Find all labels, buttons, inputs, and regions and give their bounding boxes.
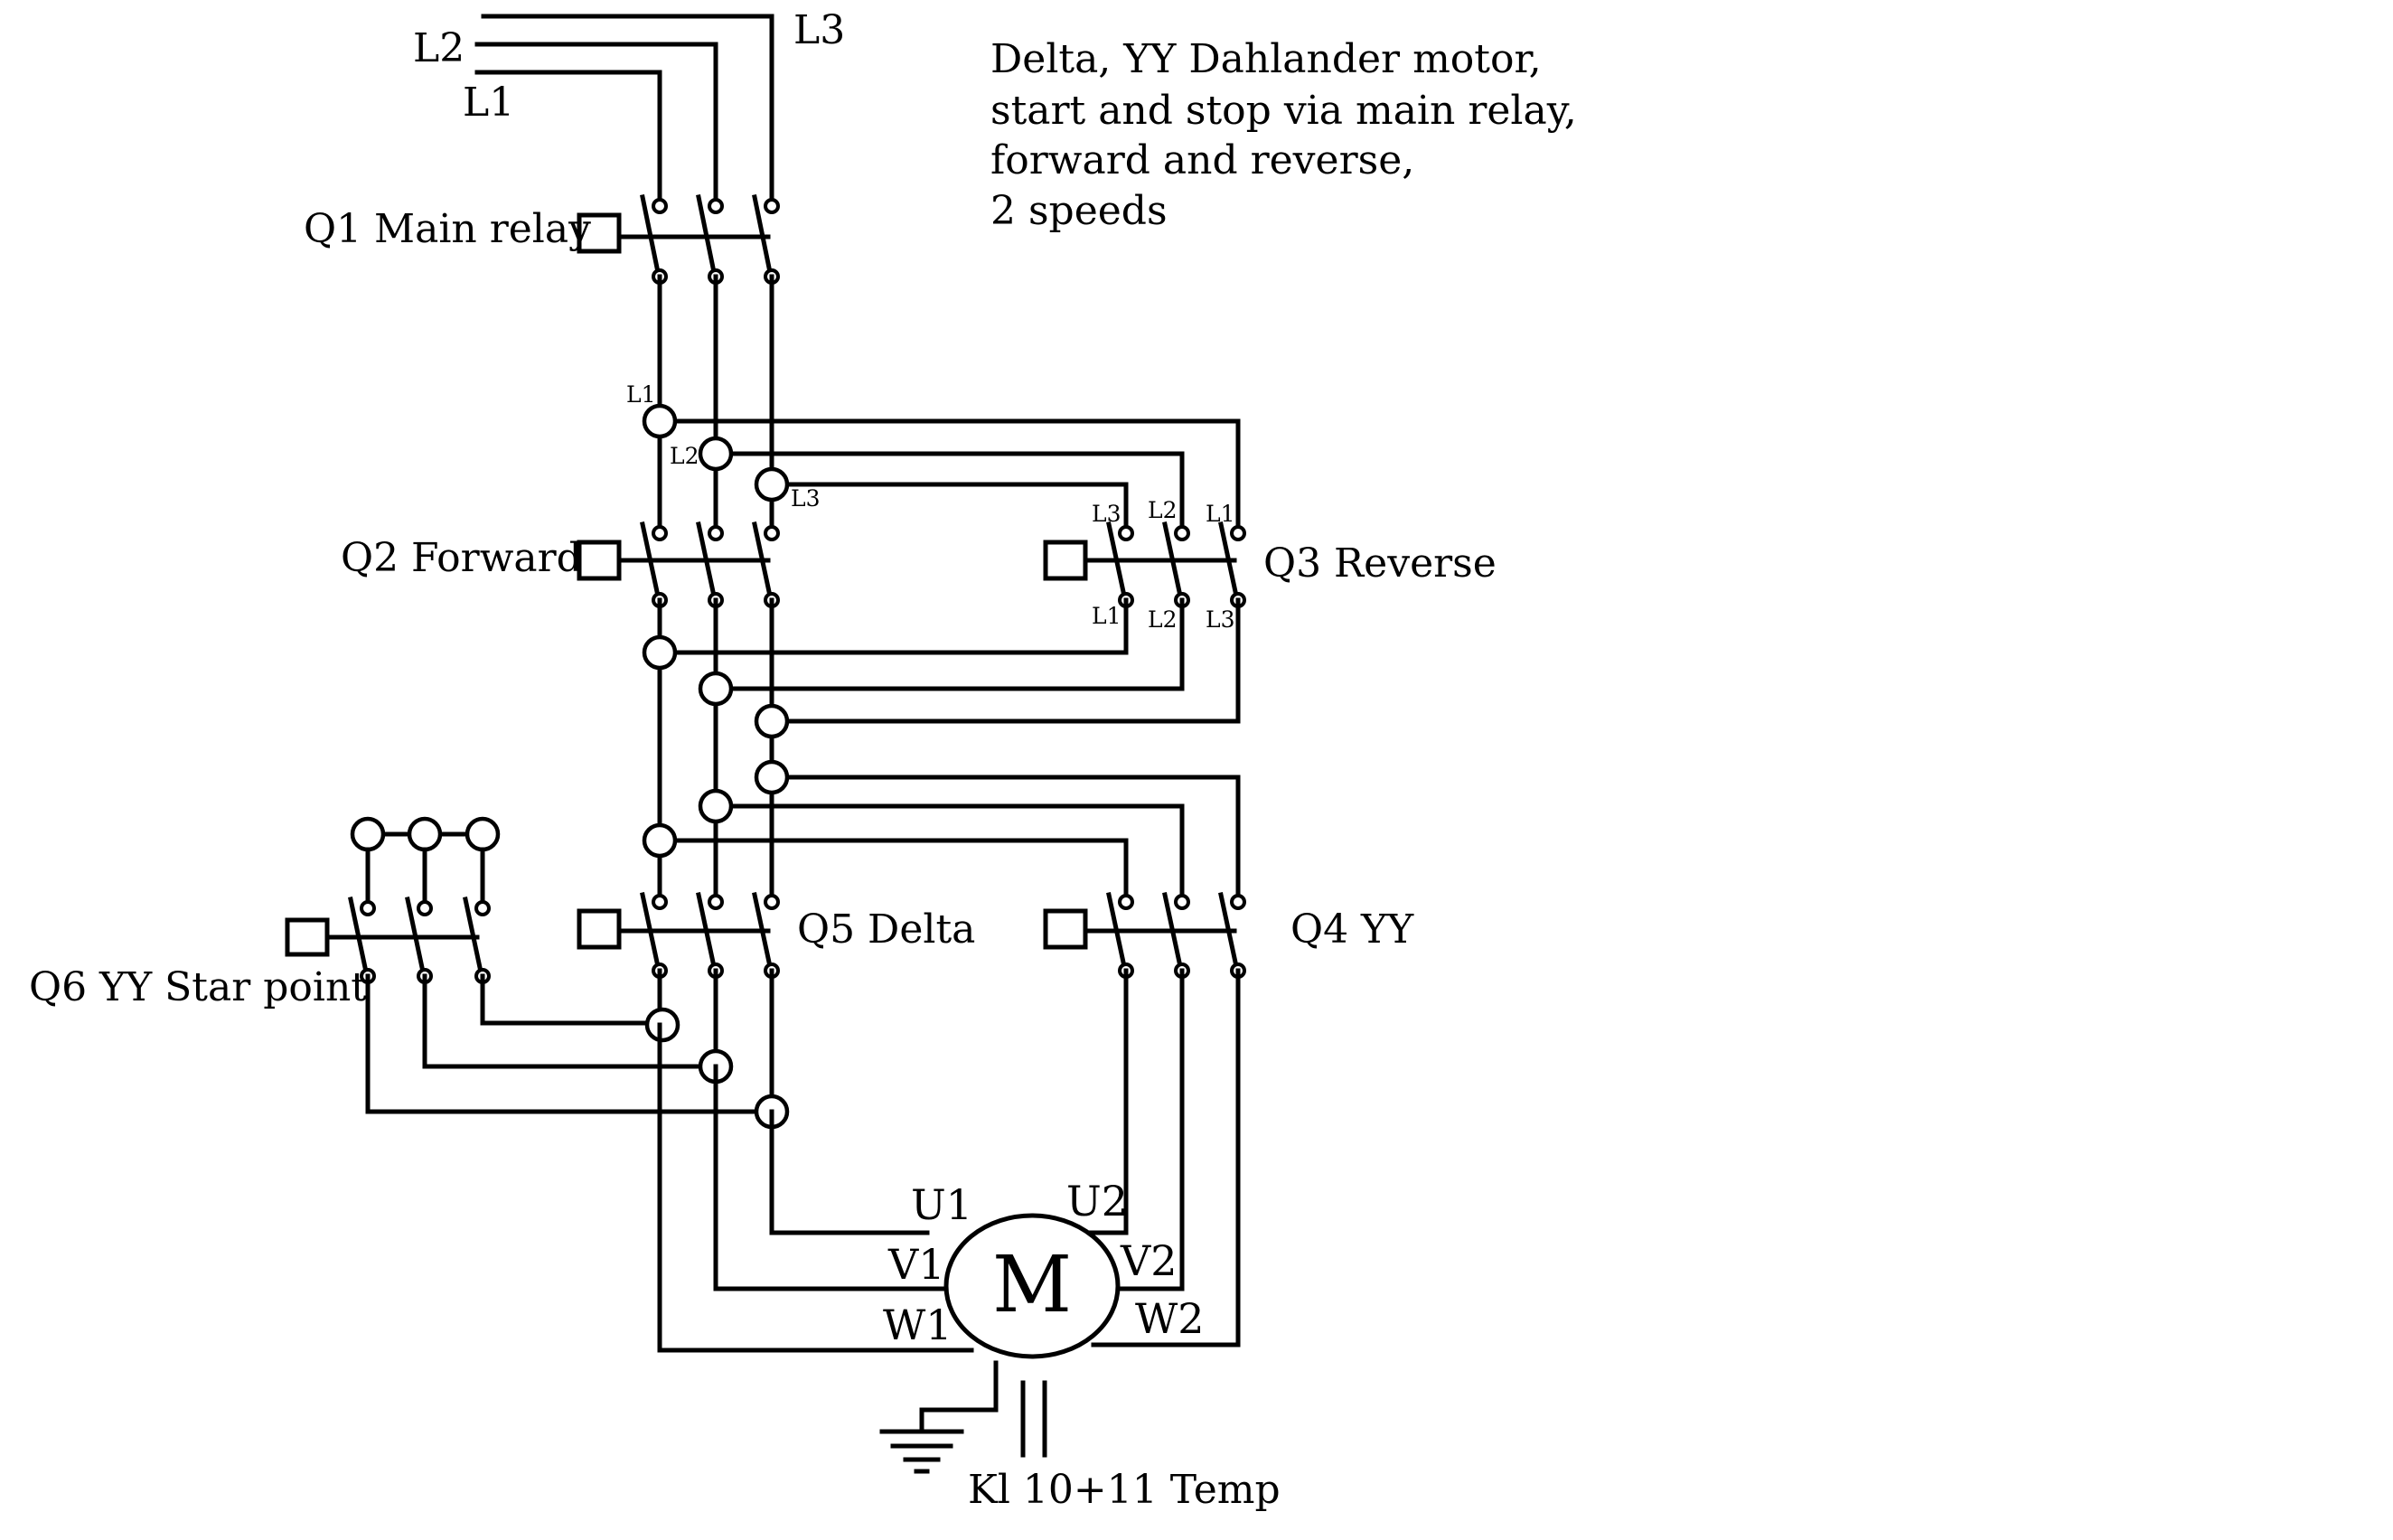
split-node-l2: [698, 788, 734, 824]
q2-contact-1: [640, 521, 662, 603]
q5-contact-3: [752, 892, 774, 973]
wire-w2: [1091, 968, 1241, 1348]
q3-out-label-1: L1: [1092, 603, 1121, 629]
q1-contact-3: [752, 194, 774, 279]
supply-label-l1: L1: [463, 80, 514, 126]
q3-in-label-1: L3: [1092, 501, 1121, 527]
star-node-1: [350, 816, 386, 852]
motor-terminal-v2: V2: [1120, 1236, 1178, 1285]
temperature-terminals: Kl 10+11 Temp: [968, 1380, 1281, 1513]
temp-terminals-label: Kl 10+11 Temp: [968, 1467, 1281, 1513]
star-node-3: [465, 816, 501, 852]
ground-symbol: [879, 1360, 999, 1474]
split-node-l1: [642, 822, 678, 859]
q6-contact-2: [405, 897, 427, 979]
q3-in-label-2: L2: [1148, 497, 1178, 523]
wire-w1: [657, 1022, 974, 1353]
q3-contact-2: [1162, 521, 1184, 603]
wire-u1: [769, 1109, 930, 1235]
q6-label: Q6 YY Star point: [29, 964, 367, 1010]
motor: M U1 V1 W1 U2 V2 W2: [883, 1177, 1205, 1359]
q5-contact-2: [696, 892, 718, 973]
q6-contact-3: [463, 897, 484, 979]
q4-contact-3: [1218, 892, 1240, 973]
q5-contact-1: [640, 892, 662, 973]
wire-v2: [1115, 968, 1185, 1291]
description-line-2: start and stop via main relay,: [990, 88, 1577, 134]
q3-contact-1: [1106, 521, 1128, 603]
q2-contact-2: [696, 521, 718, 603]
wire-v1: [713, 1064, 950, 1291]
q1-coil: [577, 212, 622, 254]
q4-label: Q4 YY: [1290, 906, 1414, 953]
q2-forward: Q2 Forward: [341, 521, 780, 608]
direction-merge: [642, 597, 1241, 905]
bus-node-l1: [642, 403, 678, 439]
q3-in-label-3: L1: [1206, 501, 1235, 527]
motor-letter: M: [992, 1240, 1072, 1330]
q6-contact-1: [348, 897, 370, 979]
description-line-1: Delta, YY Dahlander motor,: [990, 36, 1542, 82]
supply-wire-l3: [481, 14, 774, 209]
reverse-branch-l2: [713, 451, 1185, 536]
q3-label: Q3 Reverse: [1263, 540, 1497, 587]
q2-coil: [577, 540, 622, 581]
q2-label: Q2 Forward: [341, 535, 582, 581]
supply-label-l2: L2: [413, 25, 465, 71]
reverse-branch-l1: [657, 418, 1241, 536]
supply-wire-l2: [474, 42, 718, 209]
motor-terminal-u2: U2: [1066, 1177, 1128, 1225]
split-node-l3: [754, 759, 790, 795]
star-node-2: [407, 816, 443, 852]
description-line-4: 2 speeds: [990, 188, 1168, 234]
main-bus: L1 L2 L3: [626, 274, 1241, 536]
merge-node-l1: [642, 634, 678, 671]
q1-contact-2: [696, 194, 718, 279]
motor-terminal-u1: U1: [911, 1180, 972, 1229]
q3-contact-3: [1218, 521, 1240, 603]
q3-coil: [1043, 540, 1088, 581]
motor-terminal-w2: W2: [1135, 1294, 1205, 1343]
merge-node-l3: [754, 703, 790, 739]
bus-label-l1: L1: [626, 381, 656, 408]
bus-node-l2: [698, 436, 734, 472]
q1-label: Q1 Main relay: [304, 206, 591, 252]
bus-label-l2: L2: [670, 443, 699, 469]
bus-node-l3: [754, 466, 790, 502]
q4-coil: [1043, 908, 1088, 950]
star-tap-node-1: [644, 1007, 680, 1043]
wire-u2: [1086, 968, 1129, 1235]
q4-contact-2: [1162, 892, 1184, 973]
supply-lines: L3 L2 L1: [413, 7, 845, 209]
supply-label-l3: L3: [793, 7, 845, 53]
reverse-branch-l3: [769, 482, 1129, 536]
q2-contact-3: [752, 521, 774, 603]
motor-terminal-v1: V1: [887, 1240, 945, 1289]
motor-terminal-w1: W1: [883, 1301, 953, 1349]
motor-symbol: [943, 1213, 1121, 1359]
speed-split: [642, 759, 1241, 905]
q3-out-label-3: L3: [1206, 606, 1235, 633]
q1-main-relay: Q1 Main relay: [304, 194, 780, 285]
q6-coil: [285, 917, 330, 957]
description-line-3: forward and reverse,: [990, 137, 1414, 183]
q4-contact-1: [1106, 892, 1128, 973]
bus-label-l3: L3: [791, 485, 821, 512]
q5-delta: Q5 Delta: [577, 892, 975, 979]
q5-coil: [577, 908, 622, 950]
q3-reverse: L3 L2 L1 L1 L2 L3 Q3 Reverse: [1043, 497, 1497, 633]
motor-feed: [365, 968, 1241, 1353]
description: Delta, YY Dahlander motor, start and sto…: [990, 36, 1577, 234]
q4-yy: Q4 YY: [1043, 892, 1414, 979]
q1-contact-1: [640, 194, 662, 279]
merge-node-l2: [698, 671, 734, 707]
q3-out-label-2: L2: [1148, 606, 1178, 633]
q6-yy-star-point: Q6 YY Star point: [29, 816, 501, 1010]
q5-label: Q5 Delta: [797, 906, 975, 953]
supply-wire-l1: [474, 70, 662, 209]
